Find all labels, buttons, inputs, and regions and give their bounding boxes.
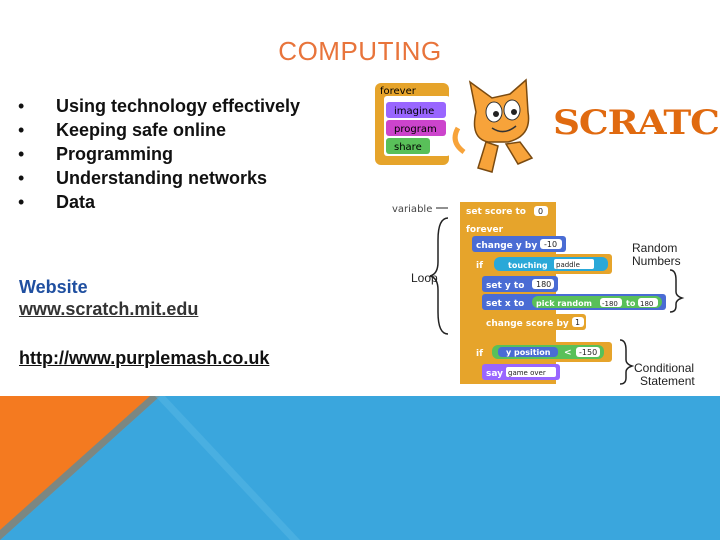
website-label: Website <box>19 277 88 297</box>
list-item: • Data <box>18 190 300 214</box>
set-x-label: set x to <box>486 299 524 309</box>
forever-label: forever <box>380 86 417 97</box>
bullet-marker: • <box>18 192 25 212</box>
list-item-text: Understanding networks <box>56 168 268 188</box>
list-item-text: Programming <box>56 144 174 164</box>
scratch-link[interactable]: www.scratch.mit.edu <box>19 299 199 319</box>
say-label: say <box>486 369 503 379</box>
random-to-value: 180 <box>640 300 653 308</box>
change-y-label: change y by <box>476 241 537 251</box>
conditional-annotation-line1: Conditional <box>634 361 695 375</box>
if-position-label: if <box>476 349 483 359</box>
list-item: • Keeping safe online <box>18 118 300 142</box>
list-item-text: Keeping safe online <box>56 120 227 140</box>
program-label: program <box>394 124 437 135</box>
loop-annotation: Loop <box>411 271 438 285</box>
say-value: game over <box>508 369 546 377</box>
set-y-value: 180 <box>536 280 551 289</box>
list-item: • Using technology effectively <box>18 94 300 118</box>
change-score-label: change score by <box>486 319 569 329</box>
touching-label: touching <box>508 261 548 270</box>
imagine-label: imagine <box>394 106 434 117</box>
change-y-value: -10 <box>544 240 557 249</box>
random-from-value: -180 <box>602 300 618 308</box>
variable-label: variable <box>392 204 432 215</box>
set-score-value: 0 <box>538 207 543 216</box>
bullet-marker: • <box>18 96 25 116</box>
bullet-marker: • <box>18 120 25 140</box>
pick-random-label: pick random <box>536 299 592 308</box>
forever-block-label: forever <box>466 225 504 235</box>
random-annotation-line2: Numbers <box>632 254 681 268</box>
list-item-text: Data <box>56 192 96 212</box>
website-block: Website www.scratch.mit.edu <box>19 276 198 320</box>
compare-value: -150 <box>579 348 597 357</box>
scratch-intro-blocks: forever imagine program share <box>375 83 450 165</box>
less-than-label: < <box>564 348 572 358</box>
topic-list: • Using technology effectively • Keeping s… <box>18 94 300 214</box>
if-touching-label: if <box>476 261 483 271</box>
y-position-label: y position <box>506 348 551 357</box>
slide-title: COMPUTING <box>278 36 442 66</box>
scratch-logo: SCRATCH <box>553 103 720 143</box>
set-score-label: set score to <box>466 207 526 217</box>
touching-value: paddle <box>556 261 580 269</box>
scratch-cat-icon <box>452 78 534 173</box>
conditional-annotation-line2: Statement <box>640 374 695 388</box>
purplemash-link[interactable]: http://www.purplemash.co.uk <box>19 348 270 368</box>
change-score-value: 1 <box>575 318 580 327</box>
bullet-marker: • <box>18 168 25 188</box>
bullet-marker: • <box>18 144 25 164</box>
list-item: • Understanding networks <box>18 166 300 190</box>
scratch-script-diagram: variable set score to 0 forever change y… <box>392 202 685 385</box>
random-annotation-line1: Random <box>632 241 678 255</box>
share-label: share <box>394 142 422 153</box>
decorative-footer-band <box>0 396 720 540</box>
random-to-label: to <box>626 299 636 308</box>
list-item-text: Using technology effectively <box>56 96 301 116</box>
list-item: • Programming <box>18 142 300 166</box>
set-y-label: set y to <box>486 281 524 291</box>
